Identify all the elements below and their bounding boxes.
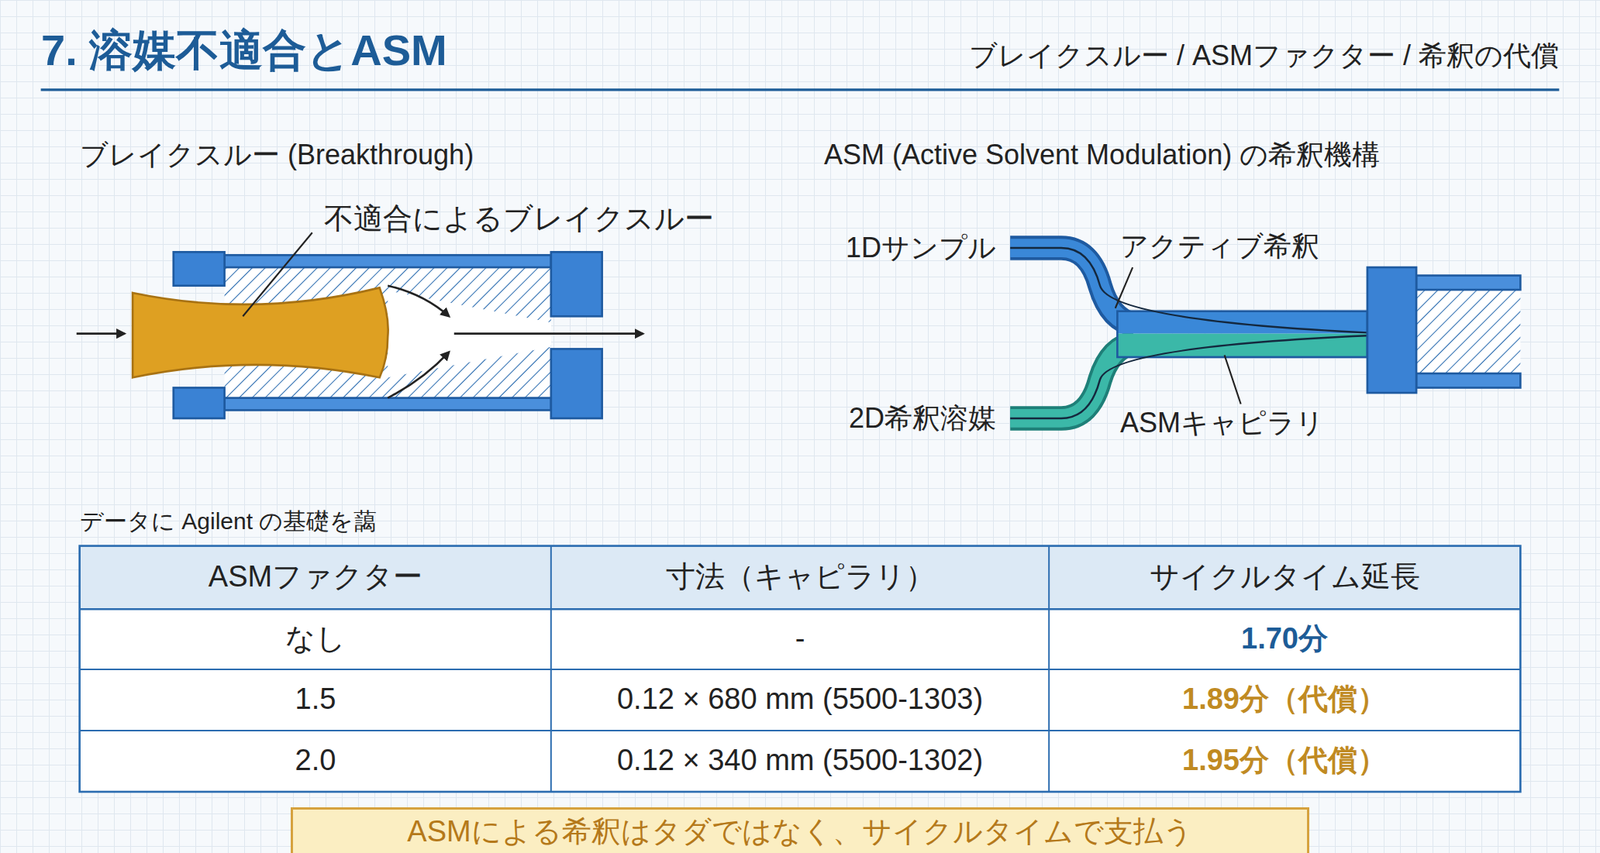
table-cell: - bbox=[795, 621, 806, 658]
section-heading: ASM (Active Solvent Modulation) の希釈機構 bbox=[824, 137, 1380, 172]
table-cell: 1.89分（代償） bbox=[1182, 682, 1387, 718]
table-header: 寸法（キャピラリ） bbox=[665, 559, 935, 596]
table-grid bbox=[79, 546, 1521, 793]
source-note: データに Agilent の基礎を藹 bbox=[79, 507, 377, 536]
table-header: サイクルタイム延長 bbox=[1149, 559, 1421, 596]
table-cell: 2.0 bbox=[295, 743, 337, 780]
section-heading: ブレイクスルー (Breakthrough) bbox=[79, 137, 474, 172]
table-cell: 1.70分 bbox=[1241, 621, 1328, 658]
callout-label: 不適合によるブレイクスルー bbox=[324, 201, 714, 238]
title: 7. 溶媒不適合とASM bbox=[41, 24, 448, 76]
table-cell: 0.12 × 680 mm (5500-1303) bbox=[617, 682, 983, 718]
table-cell: 1.95分（代償） bbox=[1182, 743, 1387, 780]
table-cell: なし bbox=[285, 621, 346, 658]
inlet-label: 1Dサンプル bbox=[845, 231, 997, 265]
callout-label: ASMキャピラリ bbox=[1120, 406, 1325, 440]
note-banner: ASMによる希釈はタダではなく、サイクルタイムで支払う bbox=[290, 807, 1310, 853]
asm-mixer bbox=[1010, 248, 1521, 419]
header-rule bbox=[41, 88, 1560, 91]
banner-text: ASMによる希釈はタダではなく、サイクルタイムで支払う bbox=[406, 814, 1193, 851]
table-cell: 1.5 bbox=[295, 682, 337, 718]
inlet-label: 2D希釈溶媒 bbox=[848, 401, 997, 435]
callout-label: アクティブ希釈 bbox=[1120, 229, 1320, 263]
table-header: ASMファクター bbox=[208, 559, 423, 596]
table-cell: 0.12 × 340 mm (5500-1302) bbox=[617, 743, 983, 780]
breakthrough-column bbox=[76, 232, 644, 419]
subtitle: ブレイクスルー / ASMファクター / 希釈の代償 bbox=[968, 38, 1559, 73]
